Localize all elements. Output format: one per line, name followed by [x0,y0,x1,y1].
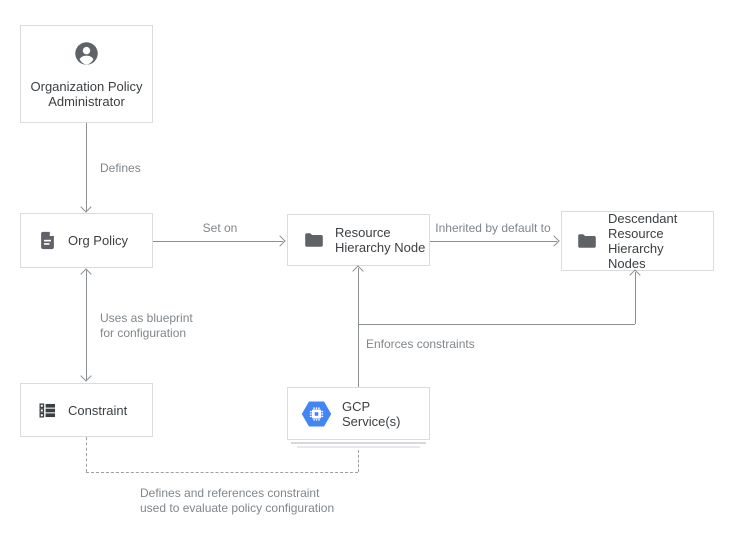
arrow-up-icon [629,269,641,281]
arrow-right-icon [548,235,560,247]
edge-evaluates-dashed-left [86,437,87,472]
node-gcp-services: GCP Service(s) [287,387,430,440]
edge-enforces-branch-horizontal [358,324,635,325]
edge-evaluates-dashed-right [358,450,359,472]
node-organization-policy-administrator: Organization Policy Administrator [20,25,153,123]
edge-evaluates-label: Defines and references constraint used t… [140,486,335,515]
arrow-down-icon [80,370,92,382]
ballot-list-icon [37,400,58,421]
edge-inherited-line [430,241,557,242]
gcp-stack-line-2 [297,446,420,448]
gcp-hexagon-icon [301,400,332,428]
arrow-right-icon [274,235,286,247]
arrow-up-icon [80,268,92,280]
node-label: Descendant Resource Hierarchy Nodes [608,211,678,271]
node-resource-hierarchy-node: Resource Hierarchy Node [287,214,430,266]
account-circle-icon [73,40,100,67]
node-descendant-resource-hierarchy-nodes: Descendant Resource Hierarchy Nodes [561,211,714,271]
arrow-up-icon [352,265,364,277]
edge-enforces-label: Enforces constraints [366,337,475,351]
document-icon [37,230,58,251]
folder-icon [576,230,598,252]
edge-defines-line [86,123,87,211]
node-label: Organization Policy Administrator [30,78,143,109]
edge-defines-label: Defines [100,161,141,175]
edge-blueprint-line [86,270,87,380]
folder-icon [303,229,325,251]
node-label: Resource Hierarchy Node [335,225,426,255]
edge-enforces-line [358,268,359,387]
gcp-stack-line-1 [291,442,426,444]
node-constraint: Constraint [20,383,153,437]
edge-set-on-label: Set on [202,221,238,235]
node-label: Constraint [68,402,128,418]
arrow-down-icon [80,201,92,213]
edge-enforces-branch-vertical [635,272,636,324]
edge-blueprint-label: Uses as blueprint for configuration [100,311,193,340]
edge-set-on-line [153,241,283,242]
node-label: GCP Service(s) [342,398,401,429]
node-label: Org Policy [68,233,128,248]
edge-inherited-label: Inherited by default to [435,221,551,235]
edge-evaluates-dashed-bottom [86,472,358,473]
node-org-policy: Org Policy [20,213,153,268]
